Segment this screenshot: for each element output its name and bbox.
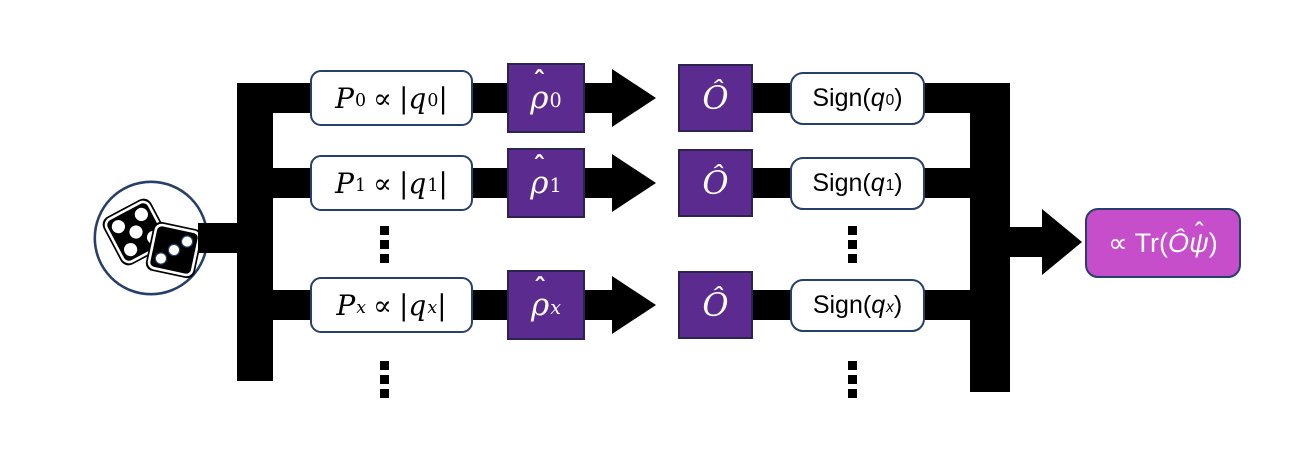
rho-symbol: ρ (530, 165, 549, 201)
close-paren: ) (894, 169, 903, 197)
fanin-bar (970, 83, 1010, 392)
proportional-trace-text: ∝ Tr( (1108, 227, 1169, 258)
q-symbol: q (408, 166, 427, 200)
q-symbol: q (408, 288, 427, 322)
abs-bar: | (438, 81, 448, 115)
q-symbol: q (871, 291, 886, 319)
abs-bar: | (438, 166, 448, 200)
sign-function: Sign( (812, 291, 872, 319)
abs-bar: | (398, 81, 409, 115)
proportional-symbol: ∝ (373, 166, 392, 200)
p-symbol: P (335, 81, 354, 115)
output-connector (1010, 227, 1044, 257)
vertical-ellipsis-icon (848, 226, 857, 263)
source-connector (198, 223, 240, 253)
hat-accent: ˆ (1195, 217, 1203, 244)
p-symbol: P (335, 166, 354, 200)
q-symbol: q (408, 81, 427, 115)
vertical-ellipsis-icon (380, 226, 389, 263)
die-three (145, 221, 203, 279)
proportional-symbol: ∝ (373, 288, 392, 322)
observable-box-0: Ô (678, 64, 753, 132)
rho-symbol: ρ (530, 80, 549, 116)
hat-accent: ˆ (532, 150, 546, 182)
sign-function: Sign( (812, 169, 871, 197)
observable-box-x: Ô (678, 271, 753, 339)
o-hat-symbol: Ô (1168, 227, 1190, 258)
abs-bar: | (398, 288, 409, 322)
close-paren: ) (894, 84, 903, 112)
arrow-right-icon (612, 154, 656, 212)
o-hat-symbol: Ô (702, 164, 729, 202)
abs-bar: | (437, 288, 447, 322)
proportional-symbol: ∝ (373, 81, 392, 115)
observable-box-1: Ô (678, 149, 753, 217)
rho-symbol: ρ (530, 287, 550, 323)
abs-bar: | (398, 166, 409, 200)
arrow-right-icon (1042, 209, 1082, 275)
dice-icon-svg (93, 180, 209, 296)
psi-symbol: ψ (1189, 227, 1209, 258)
arrow-right-icon (612, 276, 656, 334)
vertical-ellipsis-icon (848, 361, 857, 398)
close-paren: ) (893, 291, 903, 319)
fanout-bar (237, 83, 273, 381)
hat-accent: ˆ (533, 272, 547, 304)
hat-accent: ˆ (532, 65, 546, 97)
close-paren: ) (1208, 227, 1218, 258)
dice-icon (92, 179, 210, 297)
o-hat-symbol: Ô (702, 286, 729, 324)
o-hat-symbol: Ô (702, 79, 729, 117)
arrow-right-icon (612, 69, 656, 127)
p-symbol: P (336, 288, 356, 322)
q-symbol: q (870, 169, 885, 197)
q-symbol: q (870, 84, 885, 112)
vertical-ellipsis-icon (380, 361, 389, 398)
sign-function: Sign( (812, 84, 871, 112)
